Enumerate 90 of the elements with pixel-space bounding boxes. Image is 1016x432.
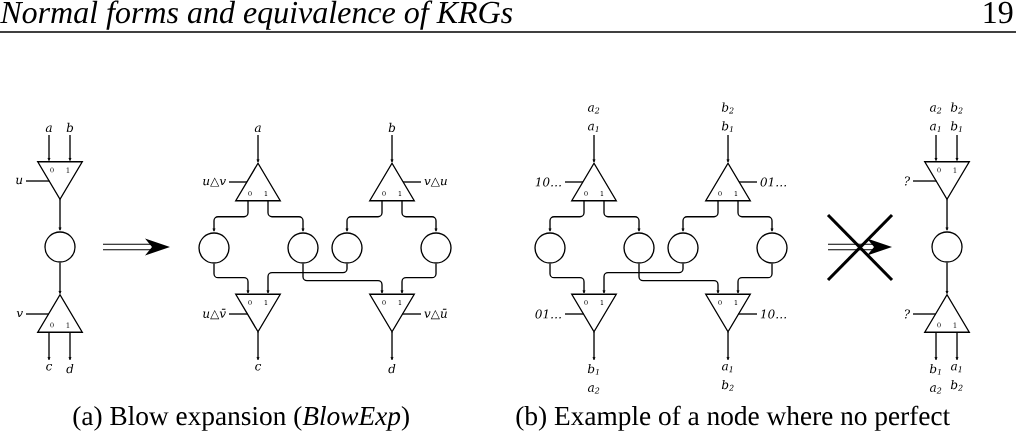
output-label: b$_{1}$ a$_{2}$ <box>929 363 942 394</box>
arrow <box>548 200 585 232</box>
arrow <box>266 263 348 294</box>
circle-node <box>931 231 963 263</box>
arrow <box>603 200 641 232</box>
input-label: a <box>45 125 52 133</box>
output-label: c <box>46 363 53 371</box>
control-label: v△u <box>424 177 447 187</box>
arrow <box>68 331 72 361</box>
control-label: u△v̄ <box>203 308 226 320</box>
arrow <box>945 198 949 231</box>
input-label: b$_{2}$ b$_{1}$ <box>721 102 734 133</box>
arrow <box>213 263 250 294</box>
connector-line <box>25 180 50 182</box>
arrow <box>737 200 774 232</box>
control-label: 10… <box>535 177 561 187</box>
connector-line <box>25 313 50 315</box>
arrow <box>934 134 938 161</box>
control-label: 01… <box>535 309 561 319</box>
subfigure-caption: (a) Blow expansion (BlowExp) <box>73 406 409 431</box>
connector-line <box>912 180 937 182</box>
arrow <box>267 200 305 232</box>
control-label: v△ū <box>424 308 447 320</box>
arrow <box>549 263 586 294</box>
arrow <box>58 262 62 294</box>
arrow <box>390 331 394 361</box>
input-label: a <box>254 125 261 133</box>
connector-line <box>401 313 422 315</box>
control-label: u△v <box>203 177 226 187</box>
arrow <box>681 200 719 232</box>
circle-node <box>420 232 452 264</box>
arrow <box>592 134 596 163</box>
arrow <box>638 263 720 294</box>
arrow <box>47 331 51 361</box>
subfigure-caption: (b) Example of a node where no perfect <box>516 405 950 431</box>
output-label: d <box>66 363 74 374</box>
connector-line <box>228 181 248 183</box>
arrow <box>302 263 384 294</box>
circle-node <box>756 232 788 264</box>
arrow <box>726 134 730 163</box>
connector-line <box>738 181 758 183</box>
arrow <box>736 263 773 294</box>
input-label: b <box>388 122 396 133</box>
arrow <box>955 134 959 161</box>
circle-node <box>331 232 363 264</box>
control-label: u <box>16 177 23 185</box>
arrow <box>726 331 730 361</box>
control-label: 01… <box>760 177 786 187</box>
output-label: a$_{1}$ b$_{2}$ <box>950 363 963 391</box>
arrow <box>256 134 260 163</box>
arrow <box>400 263 437 294</box>
arrow <box>58 198 62 231</box>
connector-line <box>564 313 585 315</box>
circle-node <box>287 232 319 264</box>
output-label: b$_{1}$ a$_{2}$ <box>587 363 600 394</box>
arrow <box>390 134 394 163</box>
circle-node <box>44 231 76 263</box>
arrow <box>401 200 438 232</box>
input-label: a$_{2}$ a$_{1}$ <box>929 105 942 133</box>
arrow <box>934 331 938 361</box>
arrow <box>68 134 72 161</box>
connector-line <box>228 313 249 315</box>
input-label: b <box>66 122 74 133</box>
arrow <box>345 200 383 232</box>
arrow <box>47 134 51 161</box>
output-label: d <box>388 363 396 374</box>
control-label: v <box>16 310 23 318</box>
control-label: 10… <box>760 309 786 319</box>
connector-line <box>737 313 758 315</box>
output-label: a$_{1}$ b$_{2}$ <box>721 363 734 391</box>
arrow <box>592 331 596 361</box>
circle-node <box>534 232 566 264</box>
arrow <box>212 200 249 232</box>
circle-node <box>623 232 655 264</box>
circle-node <box>198 232 230 264</box>
running-header: Normal forms and equivalence of KRGs <box>0 0 513 30</box>
control-label: ? <box>904 176 910 186</box>
input-label: a$_{2}$ a$_{1}$ <box>587 105 600 133</box>
arrow <box>945 262 949 294</box>
connector-line <box>912 313 937 315</box>
arrow <box>256 331 260 361</box>
input-label: b$_{2}$ b$_{1}$ <box>950 102 963 133</box>
page-number: 19 <box>984 1 1013 24</box>
arrow <box>955 331 959 361</box>
control-label: ? <box>904 309 910 319</box>
output-label: c <box>255 363 262 371</box>
connector-line <box>564 181 584 183</box>
arrow <box>602 263 684 294</box>
connector-line <box>402 181 422 183</box>
circle-node <box>667 232 699 264</box>
